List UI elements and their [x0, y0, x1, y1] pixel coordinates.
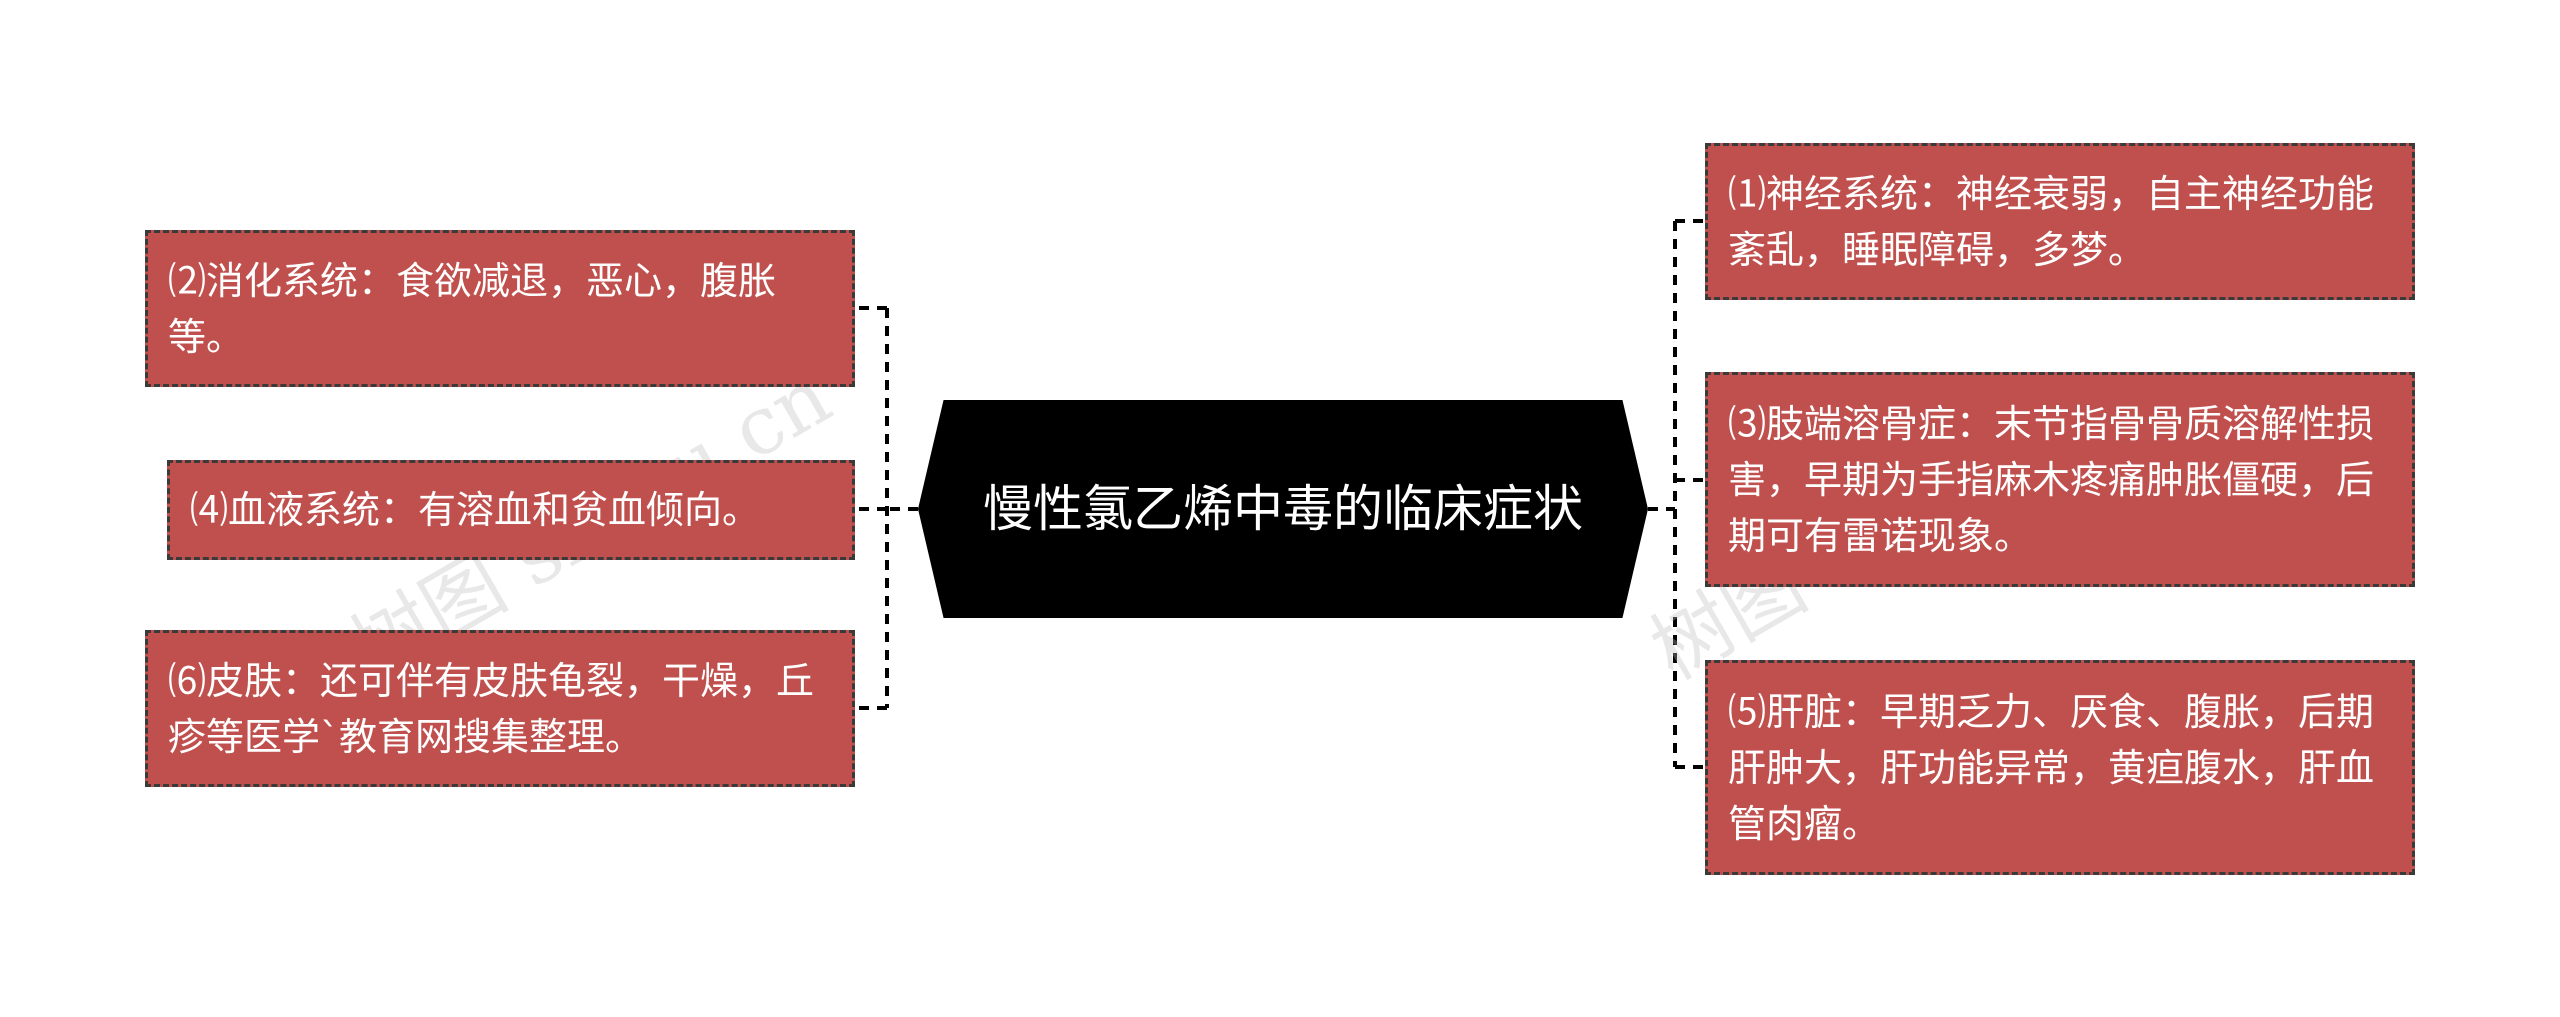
topic-text: ⑵消化系统：食欲减退，恶心，腹胀等。	[168, 258, 777, 359]
center-topic-title: 慢性氯乙烯中毒的临床症状	[983, 480, 1583, 538]
topic-text: ⑷血液系统：有溶血和贫血倾向。	[190, 488, 761, 532]
topic-text: ⑹皮肤：还可伴有皮肤龟裂，干燥，丘疹等医学`教育网搜集整理。	[168, 658, 815, 759]
topic-node-liver[interactable]: ⑸肝脏：早期乏力、厌食、腹胀，后期肝肿大，肝功能异常，黄疸腹水，肝血管肉瘤。	[1705, 660, 2415, 875]
topic-node-digestive[interactable]: ⑵消化系统：食欲减退，恶心，腹胀等。	[145, 230, 855, 387]
topic-node-nervous[interactable]: ⑴神经系统：神经衰弱，自主神经功能紊乱，睡眠障碍，多梦。	[1705, 143, 2415, 300]
center-topic-node[interactable]: 慢性氯乙烯中毒的临床症状	[918, 400, 1648, 618]
topic-text: ⑴神经系统：神经衰弱，自主神经功能紊乱，睡眠障碍，多梦。	[1728, 171, 2375, 272]
topic-node-blood[interactable]: ⑷血液系统：有溶血和贫血倾向。	[167, 460, 855, 560]
topic-text: ⑶肢端溶骨症：末节指骨骨质溶解性损害，早期为手指麻木疼痛肿胀僵硬，后期可有雷诺现…	[1728, 401, 2375, 558]
topic-node-skin[interactable]: ⑹皮肤：还可伴有皮肤龟裂，干燥，丘疹等医学`教育网搜集整理。	[145, 630, 855, 787]
topic-text: ⑸肝脏：早期乏力、厌食、腹胀，后期肝肿大，肝功能异常，黄疸腹水，肝血管肉瘤。	[1728, 689, 2375, 846]
topic-node-bone[interactable]: ⑶肢端溶骨症：末节指骨骨质溶解性损害，早期为手指麻木疼痛肿胀僵硬，后期可有雷诺现…	[1705, 372, 2415, 587]
